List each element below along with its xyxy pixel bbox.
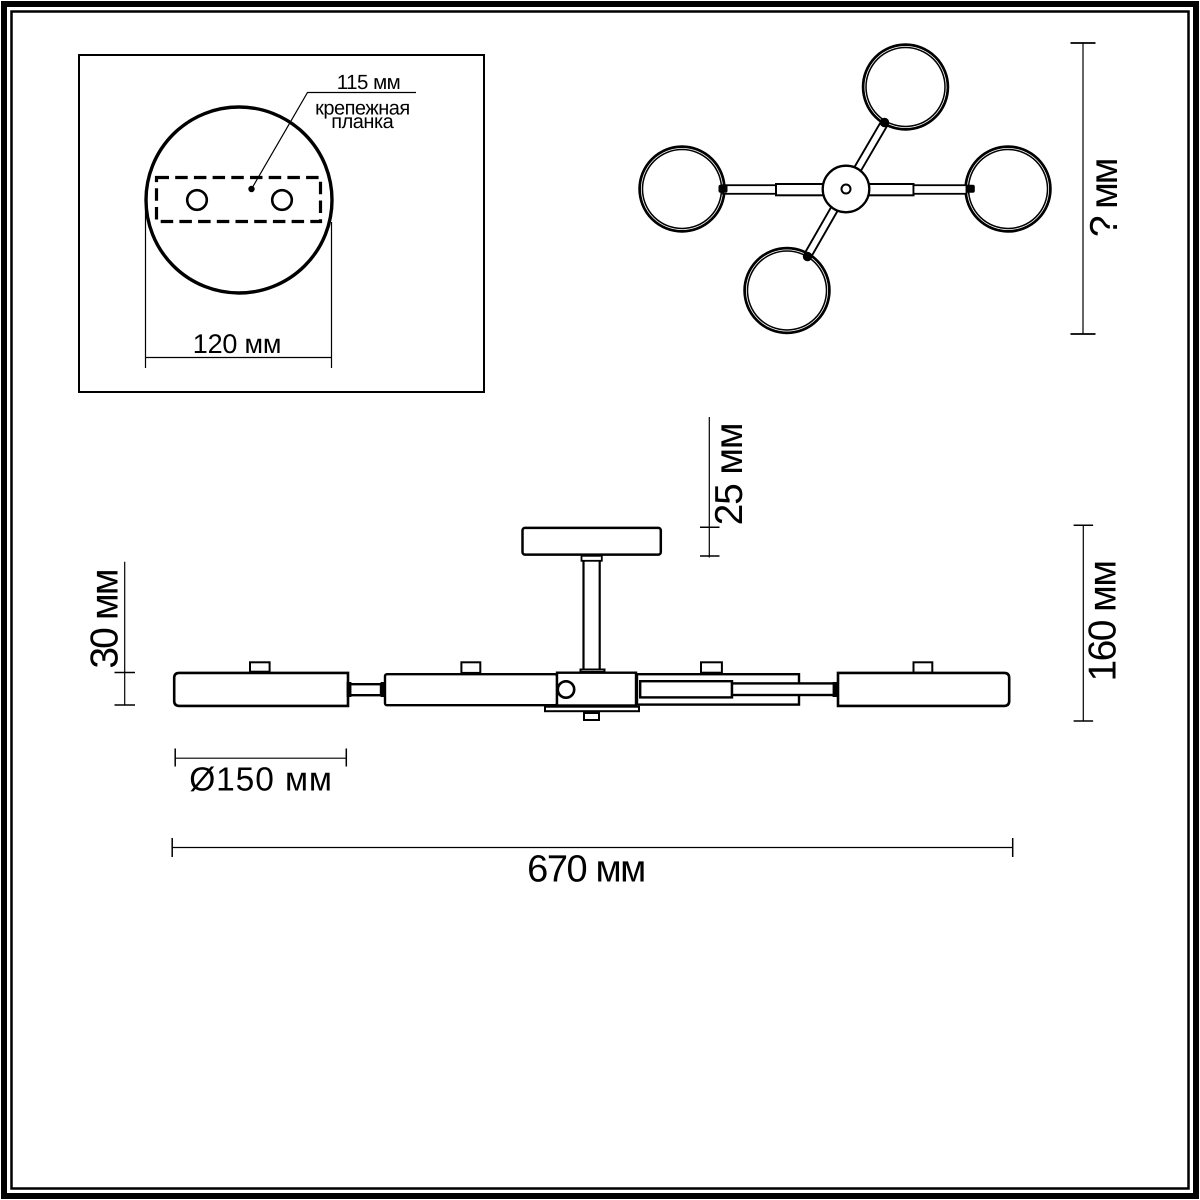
svg-text:планка: планка (331, 111, 394, 133)
svg-text:Ø150 мм: Ø150 мм (189, 762, 333, 799)
svg-text:30 мм: 30 мм (84, 570, 127, 668)
svg-text:670 мм: 670 мм (527, 849, 645, 891)
svg-text:115 мм: 115 мм (337, 71, 401, 94)
svg-text:160 мм: 160 мм (1082, 562, 1125, 682)
svg-text:120 мм: 120 мм (193, 329, 281, 359)
svg-text:25 мм: 25 мм (708, 424, 751, 526)
svg-text:крепежная: крепежная (315, 98, 410, 120)
svg-text:? мм: ? мм (1083, 159, 1126, 237)
